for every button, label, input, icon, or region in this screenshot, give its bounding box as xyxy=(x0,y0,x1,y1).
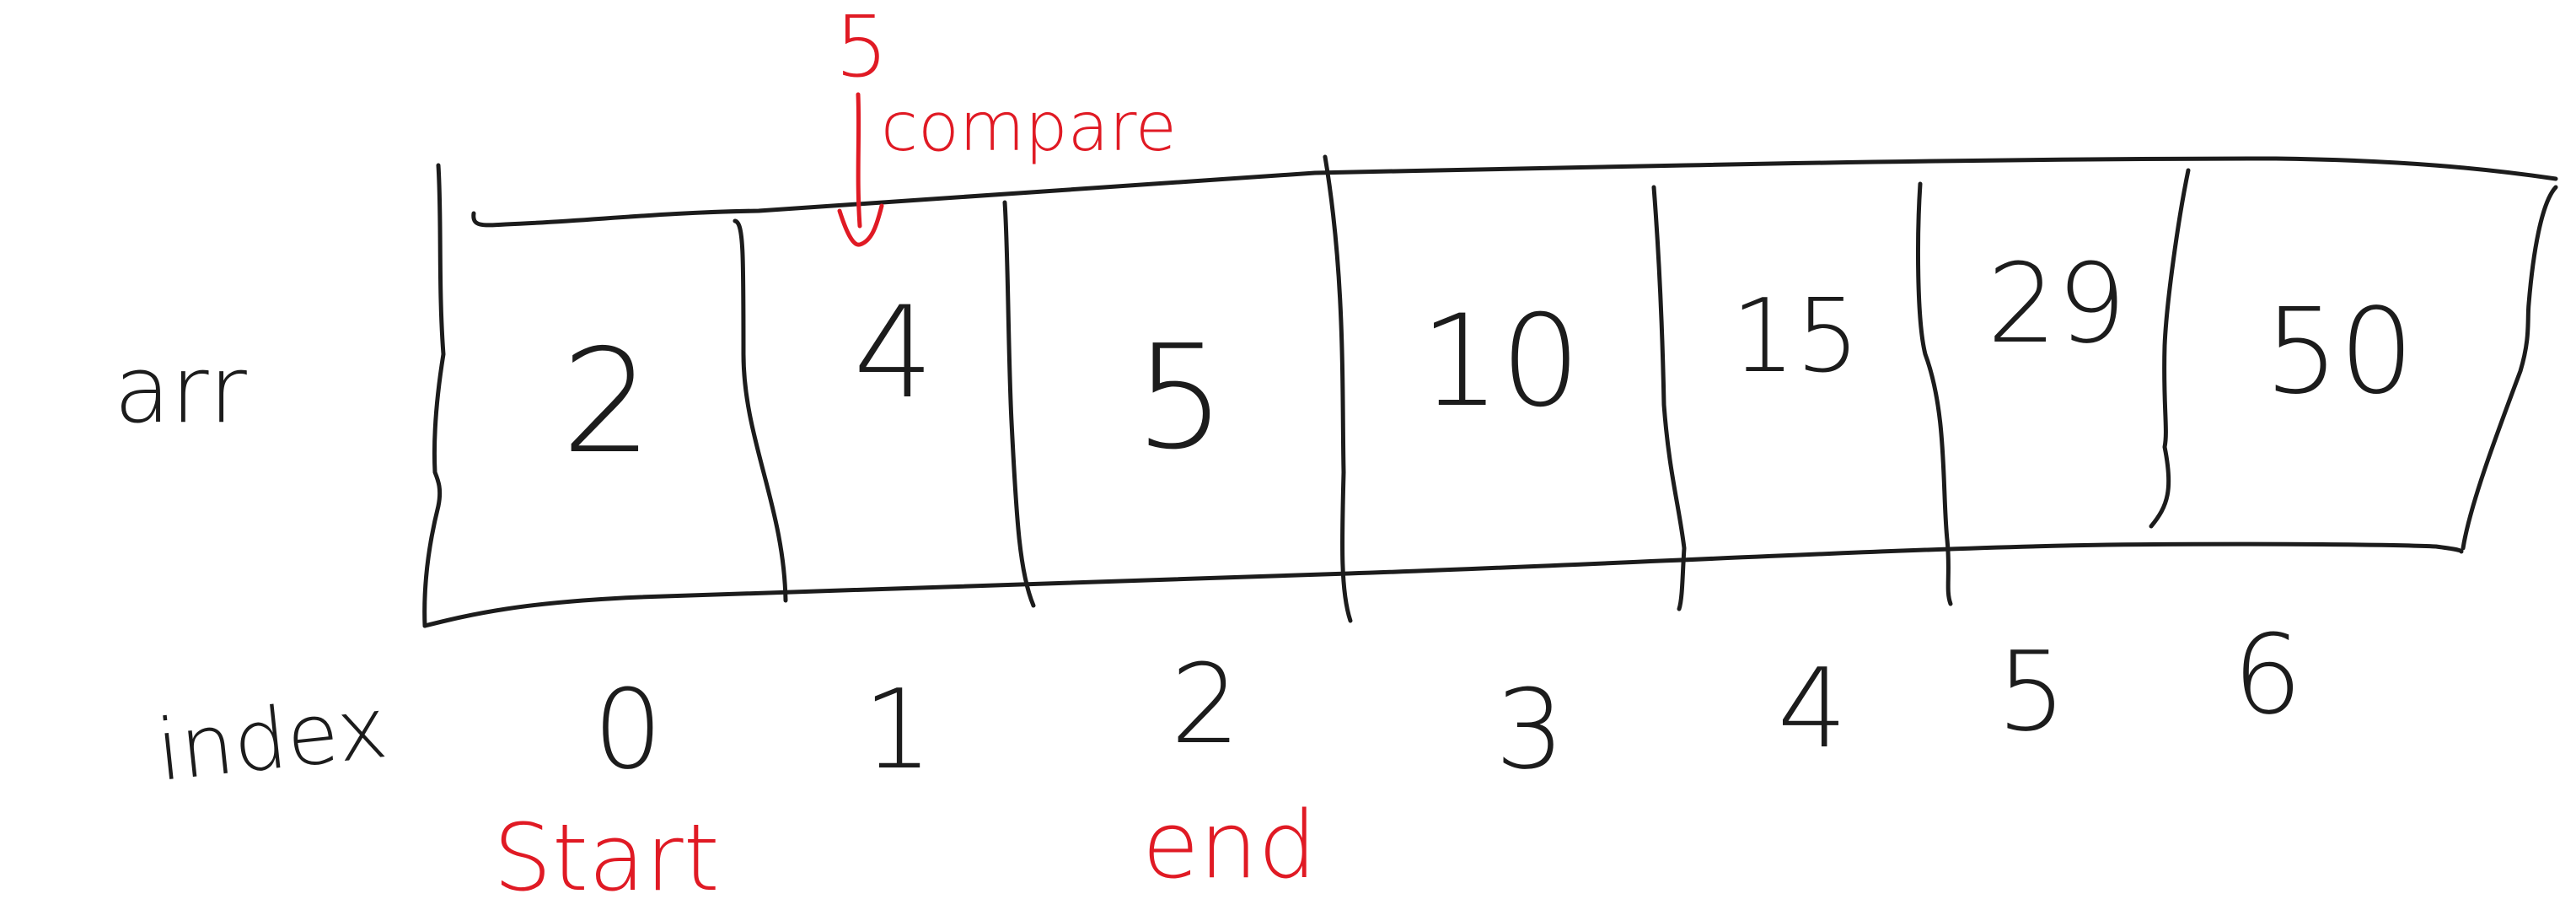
index-number: 3 xyxy=(1495,665,1565,794)
cell-value: 5 xyxy=(1135,315,1226,482)
compare-value: 5 xyxy=(835,0,888,96)
compare-arrow-head xyxy=(837,203,884,247)
end-pointer-label: end xyxy=(1142,791,1317,899)
cell-divider-2 xyxy=(1002,200,1036,608)
array-outline-left xyxy=(422,163,446,628)
cell-value: 15 xyxy=(1731,278,1860,396)
cell-divider-6 xyxy=(2149,168,2191,529)
index-label: index xyxy=(152,678,391,800)
cell-value: 4 xyxy=(853,280,933,427)
array-outline-right xyxy=(2461,185,2558,551)
array-outline-top xyxy=(471,156,2558,228)
array-outline-bottom xyxy=(422,541,2464,628)
cell-divider-5 xyxy=(1916,181,1953,606)
index-number: 2 xyxy=(1171,640,1241,768)
compare-label: compare xyxy=(881,88,1177,166)
cell-value: 2 xyxy=(561,319,652,486)
array-label: arr xyxy=(114,336,248,444)
cell-value: 29 xyxy=(1987,240,2126,368)
index-number: 5 xyxy=(1997,627,2067,756)
index-number: 0 xyxy=(593,665,663,794)
index-number: 6 xyxy=(2233,611,2303,739)
compare-arrow xyxy=(856,92,862,229)
index-number: 1 xyxy=(863,665,933,794)
cell-divider-4 xyxy=(1651,185,1687,611)
index-number: 4 xyxy=(1778,644,1848,773)
start-pointer-label: Start xyxy=(493,804,720,910)
cell-value: 50 xyxy=(2264,283,2414,421)
cell-divider-1 xyxy=(733,218,788,603)
cell-divider-3 xyxy=(1323,154,1353,623)
cell-value: 10 xyxy=(1420,288,1581,435)
